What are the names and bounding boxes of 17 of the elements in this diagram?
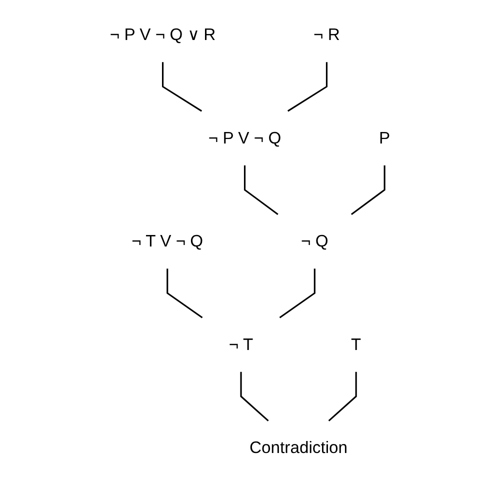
node-text: Contradiction xyxy=(250,438,348,458)
connector xyxy=(244,165,278,215)
connector xyxy=(240,372,269,422)
connector xyxy=(279,268,316,318)
connector xyxy=(328,372,357,422)
node-text: ¬ T xyxy=(228,335,254,354)
node-text: ¬ T V ¬ Q xyxy=(132,232,204,251)
node-text: ¬ P V ¬ Q ∨ R xyxy=(110,25,216,44)
node-text: ¬ Q xyxy=(301,232,328,251)
node-text: ¬ R xyxy=(314,25,340,44)
connector xyxy=(166,268,203,318)
node-text: T xyxy=(350,335,362,354)
connector xyxy=(350,165,386,215)
node-text: ¬ P V ¬ Q xyxy=(208,128,282,148)
connector xyxy=(287,62,328,112)
connector xyxy=(162,62,202,112)
node-text: P xyxy=(379,128,390,148)
